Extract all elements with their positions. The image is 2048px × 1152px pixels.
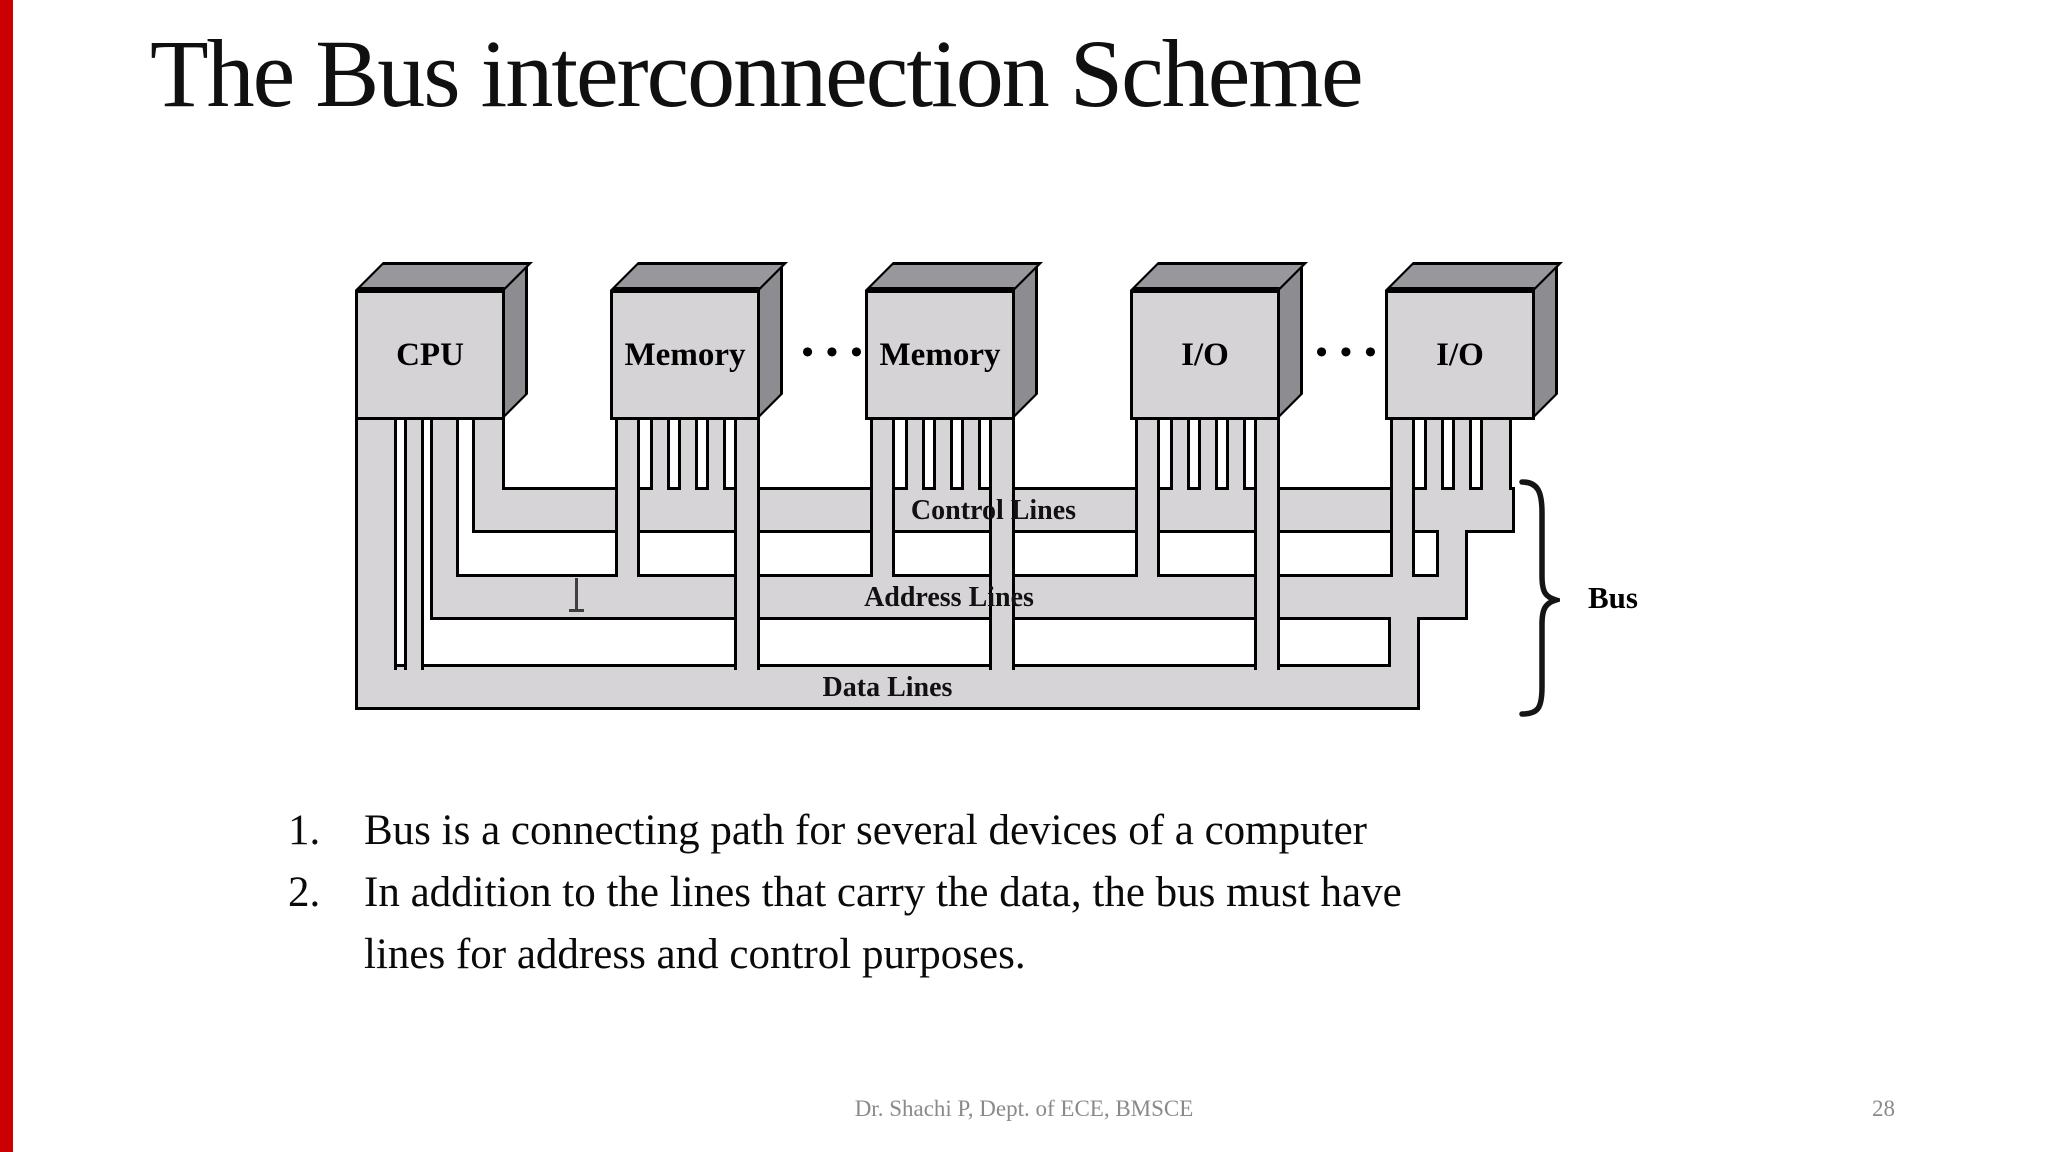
- bus-connector-leg: [1424, 420, 1444, 490]
- bus-step-connector: [1388, 617, 1420, 667]
- module-side-face: [502, 264, 528, 420]
- bus-connector-leg: [870, 420, 895, 577]
- module-side-face: [757, 264, 783, 420]
- text-cursor-artifact: [568, 578, 584, 612]
- cursor-foot: [569, 609, 584, 612]
- page-title: The Bus interconnection Scheme: [150, 20, 1364, 127]
- module-label: I/O: [1130, 290, 1280, 420]
- list-item-number: 2.: [288, 869, 321, 916]
- bus-connector-leg: [678, 420, 698, 490]
- module-label: CPU: [355, 290, 505, 420]
- bus-step-connector: [1436, 530, 1468, 577]
- list-item-text: In addition to the lines that carry the …: [364, 869, 1402, 978]
- bus-connector-leg: [404, 420, 424, 670]
- bus-connector-leg: [1226, 420, 1246, 490]
- list-item-text: Bus is a connecting path for several dev…: [364, 807, 1367, 854]
- bus-connector-leg: [1254, 420, 1280, 670]
- bus-connector-leg: [989, 420, 1015, 670]
- bus-connector-leg: [1198, 420, 1218, 490]
- ellipsis-io: • • •: [1315, 334, 1379, 371]
- bus-connector-leg: [1390, 420, 1415, 577]
- bus-connector-leg: [706, 420, 726, 490]
- bus-connector-leg: [905, 420, 925, 490]
- bus-brace: [1519, 479, 1560, 717]
- module-label: Memory: [610, 290, 760, 420]
- bus-connector-leg: [1135, 420, 1160, 577]
- data-lines-band: [355, 664, 1420, 710]
- left-accent-bar: [0, 0, 13, 1152]
- list-item: 1. Bus is a connecting path for several …: [288, 800, 1402, 862]
- page-number: 28: [1872, 1096, 1895, 1121]
- bus-connector-leg: [933, 420, 953, 490]
- ellipsis-memory: • • •: [801, 334, 865, 371]
- address-lines-band: [430, 574, 1468, 620]
- bullet-list: 1. Bus is a connecting path for several …: [288, 800, 1402, 986]
- module-side-face: [1532, 264, 1558, 420]
- module-side-face: [1012, 264, 1038, 420]
- bus-connector-leg: [430, 420, 459, 577]
- data-lines-label: Data Lines: [822, 672, 953, 703]
- bus-connector-leg: [650, 420, 670, 490]
- footer-credit: Dr. Shachi P, Dept. of ECE, BMSCE: [854, 1096, 1194, 1121]
- bus-connector-leg: [1452, 420, 1472, 490]
- address-lines-label: Address Lines: [864, 582, 1034, 613]
- bus-connector-leg: [961, 420, 981, 490]
- bus-brace-label: Bus: [1588, 580, 1638, 615]
- bus-connector-leg: [472, 420, 505, 490]
- cursor-stem: [575, 578, 578, 609]
- bus-connector-leg: [734, 420, 760, 670]
- list-item-number: 1.: [288, 807, 321, 854]
- bus-connector-leg: [355, 420, 397, 670]
- module-side-face: [1277, 264, 1303, 420]
- module-label: I/O: [1385, 290, 1535, 420]
- bus-connector-leg: [1170, 420, 1190, 490]
- control-lines-label: Control Lines: [910, 495, 1077, 526]
- bus-connector-leg: [1480, 420, 1512, 490]
- module-label: Memory: [865, 290, 1015, 420]
- bus-connector-leg: [615, 420, 640, 577]
- list-item: 2. In addition to the lines that carry t…: [288, 862, 1402, 986]
